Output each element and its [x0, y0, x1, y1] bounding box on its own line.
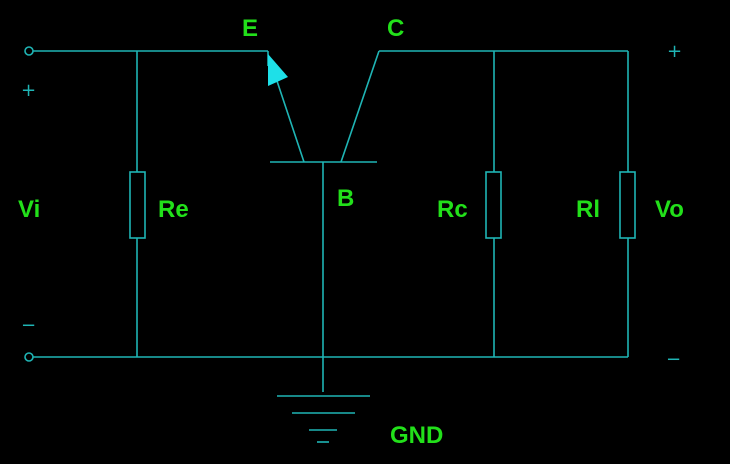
input-voltage-label: Vi: [18, 196, 40, 223]
collector-resistor-label: Rc: [437, 196, 468, 223]
emitter-arrow: [268, 54, 288, 86]
emitter-lead: [275, 77, 305, 163]
output-plus-sign: +: [667, 41, 682, 62]
input-minus-sign: −: [21, 315, 36, 336]
ground-label: GND: [390, 422, 443, 449]
emitter-label: E: [242, 15, 258, 42]
output-minus-sign: −: [666, 349, 681, 370]
load-resistor-label: Rl: [576, 196, 600, 223]
input-plus-sign: +: [21, 80, 36, 101]
collector-label: C: [387, 15, 404, 42]
collector-lead: [340, 50, 380, 163]
emitter-resistor-label: Re: [158, 196, 189, 223]
output-voltage-label: Vo: [655, 196, 684, 223]
base-label: B: [337, 185, 354, 212]
